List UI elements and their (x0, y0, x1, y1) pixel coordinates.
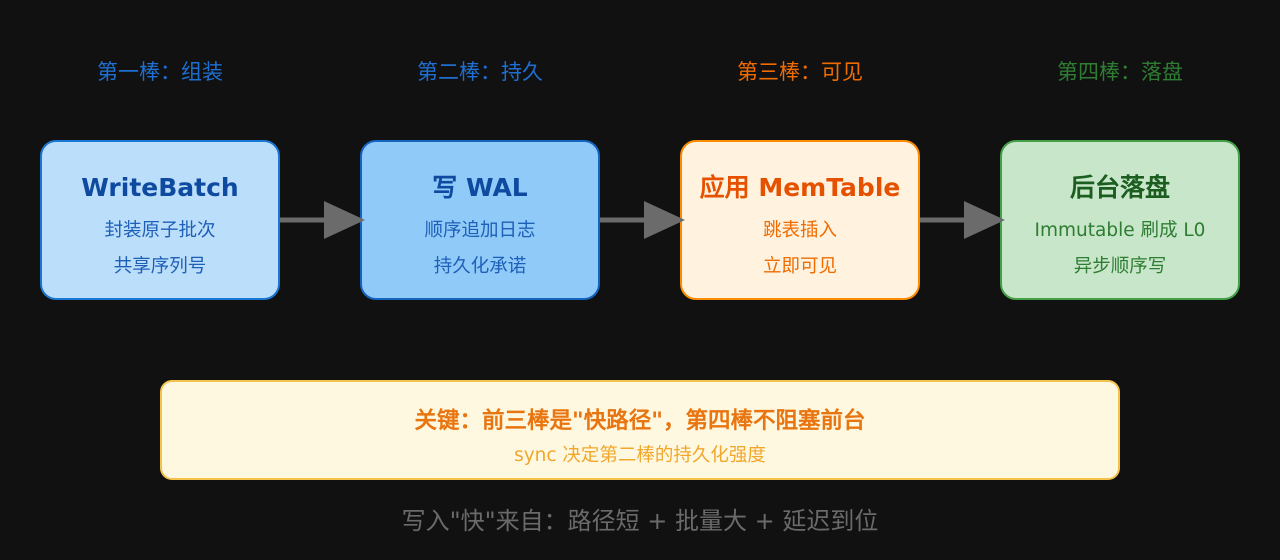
stage-detail: Immutable 刷成 L0 (1034, 220, 1206, 241)
stage-detail: 立即可见 (762, 256, 837, 277)
arrow-right-icon (600, 201, 685, 239)
stage-detail: 跳表插入 (762, 220, 837, 241)
stage-title: 写 WAL (432, 173, 528, 202)
key-callout: 关键：前三棒是"快路径"，第四棒不阻塞前台 sync 决定第二棒的持久化强度 (160, 380, 1120, 480)
arrow-right-icon (280, 201, 365, 239)
stage-box-flush: 后台落盘 Immutable 刷成 L0 异步顺序写 (1000, 140, 1240, 300)
stage-title: 后台落盘 (1069, 173, 1170, 202)
stage-detail: 顺序追加日志 (424, 220, 536, 241)
stage-box-wal: 写 WAL 顺序追加日志 持久化承诺 (360, 140, 600, 300)
stage-box-memtable: 应用 MemTable 跳表插入 立即可见 (680, 140, 920, 300)
stage-label-1: 第一棒：组装 (97, 60, 223, 84)
footer-caption: 写入"快"来自：路径短 + 批量大 + 延迟到位 (401, 507, 879, 535)
stage-label-3: 第三棒：可见 (737, 60, 863, 84)
stage-title: 应用 MemTable (699, 173, 901, 202)
stage-label-4: 第四棒：落盘 (1057, 60, 1183, 84)
stage-title: WriteBatch (81, 173, 239, 202)
callout-subtitle: sync 决定第二棒的持久化强度 (514, 445, 766, 466)
stage-box-writebatch: WriteBatch 封装原子批次 共享序列号 (40, 140, 280, 300)
stage-detail: 共享序列号 (113, 256, 207, 277)
callout-title: 关键：前三棒是"快路径"，第四棒不阻塞前台 (414, 408, 866, 434)
stage-detail: 封装原子批次 (104, 220, 216, 241)
stage-detail: 持久化承诺 (433, 256, 527, 277)
arrow-right-icon (920, 201, 1005, 239)
stage-detail: 异步顺序写 (1073, 256, 1167, 277)
stage-label-2: 第二棒：持久 (417, 60, 543, 84)
